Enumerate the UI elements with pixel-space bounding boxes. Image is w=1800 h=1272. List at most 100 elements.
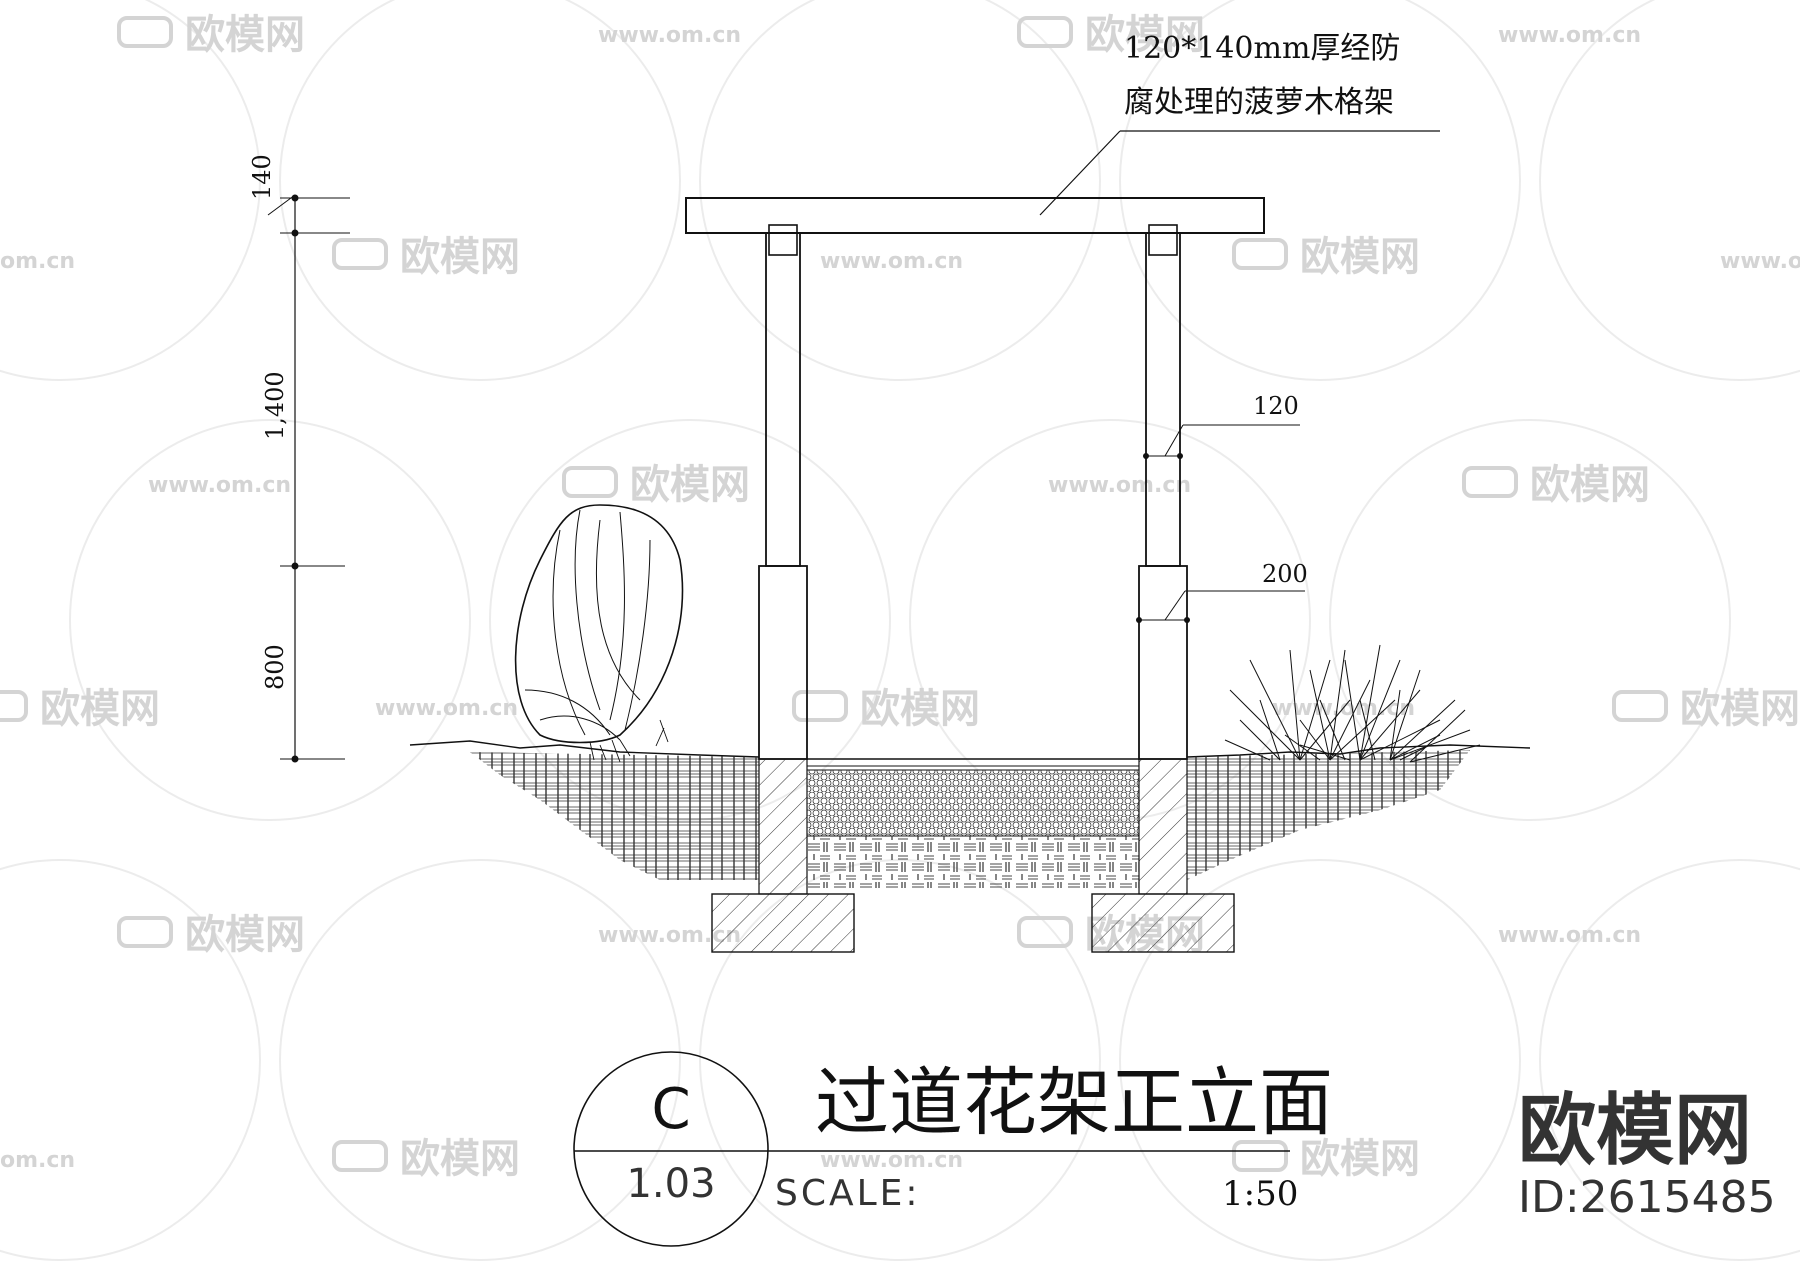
right-concrete-column xyxy=(1138,758,1188,895)
grass-blade xyxy=(1249,659,1301,761)
watermark-url-short: om.cn xyxy=(0,1148,75,1173)
watermark-sofa-icon xyxy=(1017,916,1073,948)
watermark-brand: 欧模网 xyxy=(400,1136,520,1182)
gravel-base xyxy=(806,769,1140,837)
ground-section xyxy=(409,740,1531,953)
watermark-sofa-icon xyxy=(332,1140,388,1172)
grass-blade xyxy=(1389,734,1441,761)
watermark-arc xyxy=(699,0,1101,381)
watermark-url: www.om.cn xyxy=(375,696,518,721)
grass-blade xyxy=(1299,699,1351,761)
watermark-sofa-icon xyxy=(0,690,28,722)
right-post xyxy=(1145,232,1181,567)
grass-blade xyxy=(1329,679,1371,761)
dim-200: 200 xyxy=(1262,560,1308,588)
watermark-arc xyxy=(0,859,261,1261)
watermark-brand: 欧模网 xyxy=(400,234,520,280)
watermark-url-short: om.cn xyxy=(0,249,75,274)
grass-blade xyxy=(1299,719,1331,761)
watermark-sofa-icon xyxy=(117,916,173,948)
watermark-sofa-icon xyxy=(117,16,173,48)
left-post xyxy=(765,232,801,567)
watermark-url: www.om.cn xyxy=(1720,249,1800,274)
dim-1400: 1,400 xyxy=(261,371,289,440)
grass-blade xyxy=(1259,699,1281,761)
watermark-url: www.om.cn xyxy=(598,23,741,48)
scale-label: SCALE: xyxy=(775,1173,921,1214)
grass-blade xyxy=(1224,739,1271,761)
watermark-url: www.om.cn xyxy=(148,473,291,498)
grass-blade xyxy=(1389,689,1401,761)
watermark-brand: 欧模网 xyxy=(1530,462,1650,508)
grass-blade xyxy=(1399,744,1431,761)
watermark-url: www.om.cn xyxy=(1048,473,1191,498)
grass-blade xyxy=(1299,744,1351,761)
grass-blade xyxy=(1359,699,1376,761)
section-bubble xyxy=(573,1051,769,1247)
grass-blade xyxy=(1359,689,1421,761)
watermark-arc xyxy=(1329,419,1731,821)
watermark-brand: 欧模网 xyxy=(1300,1136,1420,1182)
vertical-dimension-chain: 140 1,400 800 xyxy=(248,154,350,763)
grass-blade xyxy=(1329,649,1346,761)
watermark-sofa-icon xyxy=(1462,466,1518,498)
grass-blade xyxy=(1299,659,1331,761)
compacted-soil xyxy=(807,836,1139,888)
watermark-arc xyxy=(279,0,681,381)
left-beam-connector xyxy=(768,224,798,256)
grass-blade xyxy=(1289,649,1301,761)
grass-blade xyxy=(1239,719,1281,761)
watermark-url: www.om.cn xyxy=(1498,923,1641,948)
watermark-sofa-icon xyxy=(562,466,618,498)
drawing-title: 过道花架正立面 xyxy=(815,1060,1333,1146)
watermark-url: www.om.cn xyxy=(820,249,963,274)
left-concrete-column xyxy=(758,758,808,895)
watermark-sofa-icon xyxy=(1232,1140,1288,1172)
grass-clump-right xyxy=(1224,644,1481,763)
section-letter: C xyxy=(651,1077,690,1142)
watermark-brand: 欧模网 xyxy=(40,686,160,732)
watermark-arc xyxy=(0,0,261,381)
left-footing xyxy=(711,893,855,953)
watermark-sofa-icon xyxy=(1612,690,1668,722)
grass-blade xyxy=(1344,659,1361,761)
grass-blade xyxy=(1319,699,1346,761)
top-beam xyxy=(685,197,1265,234)
grass-blade xyxy=(1409,744,1481,763)
grass-blade xyxy=(1359,659,1401,761)
left-soil-hatch xyxy=(470,752,759,880)
watermark-arc xyxy=(69,419,471,821)
watermark-brand: 欧模网 xyxy=(185,12,305,58)
grass-blade xyxy=(1229,689,1301,761)
title-block: C 1.03 过道花架正立面 SCALE: 1:50 xyxy=(573,1051,1333,1247)
grass-blade xyxy=(1409,709,1466,763)
logo-text: 欧模网 xyxy=(1518,1086,1752,1176)
watermark-arc xyxy=(1119,0,1521,381)
grass-blade xyxy=(1389,669,1421,761)
id-text: ID:2615485 xyxy=(1518,1172,1776,1223)
dim-800: 800 xyxy=(261,644,289,690)
width-dimensions: 120 200 xyxy=(1136,392,1308,623)
watermark-brand: 欧模网 xyxy=(630,462,750,508)
leader-line xyxy=(1039,130,1121,216)
left-pier xyxy=(758,565,808,760)
right-beam-connector xyxy=(1148,224,1178,256)
right-pier xyxy=(1138,565,1188,760)
watermark-arc xyxy=(1539,0,1800,381)
dim-120: 120 xyxy=(1253,392,1299,420)
grass-blade xyxy=(1284,734,1321,761)
annotation-line-2: 腐处理的菠萝木格架 xyxy=(1124,85,1394,120)
watermark-brand: 欧模网 xyxy=(185,912,305,958)
scale-value: 1:50 xyxy=(1222,1174,1298,1214)
sheet-number: 1.03 xyxy=(626,1161,715,1207)
dim-140: 140 xyxy=(248,154,276,200)
grass-blade xyxy=(1309,669,1331,761)
watermark-url: www.om.cn xyxy=(1498,23,1641,48)
watermark-brand: 欧模网 xyxy=(1085,12,1205,58)
annotation-line-1: 120*140mm厚经防 xyxy=(1124,31,1400,66)
watermark-arc xyxy=(1539,859,1800,1261)
watermark-brand: 欧模网 xyxy=(1680,686,1800,732)
material-annotation: 120*140mm厚经防 腐处理的菠萝木格架 xyxy=(1039,31,1440,216)
